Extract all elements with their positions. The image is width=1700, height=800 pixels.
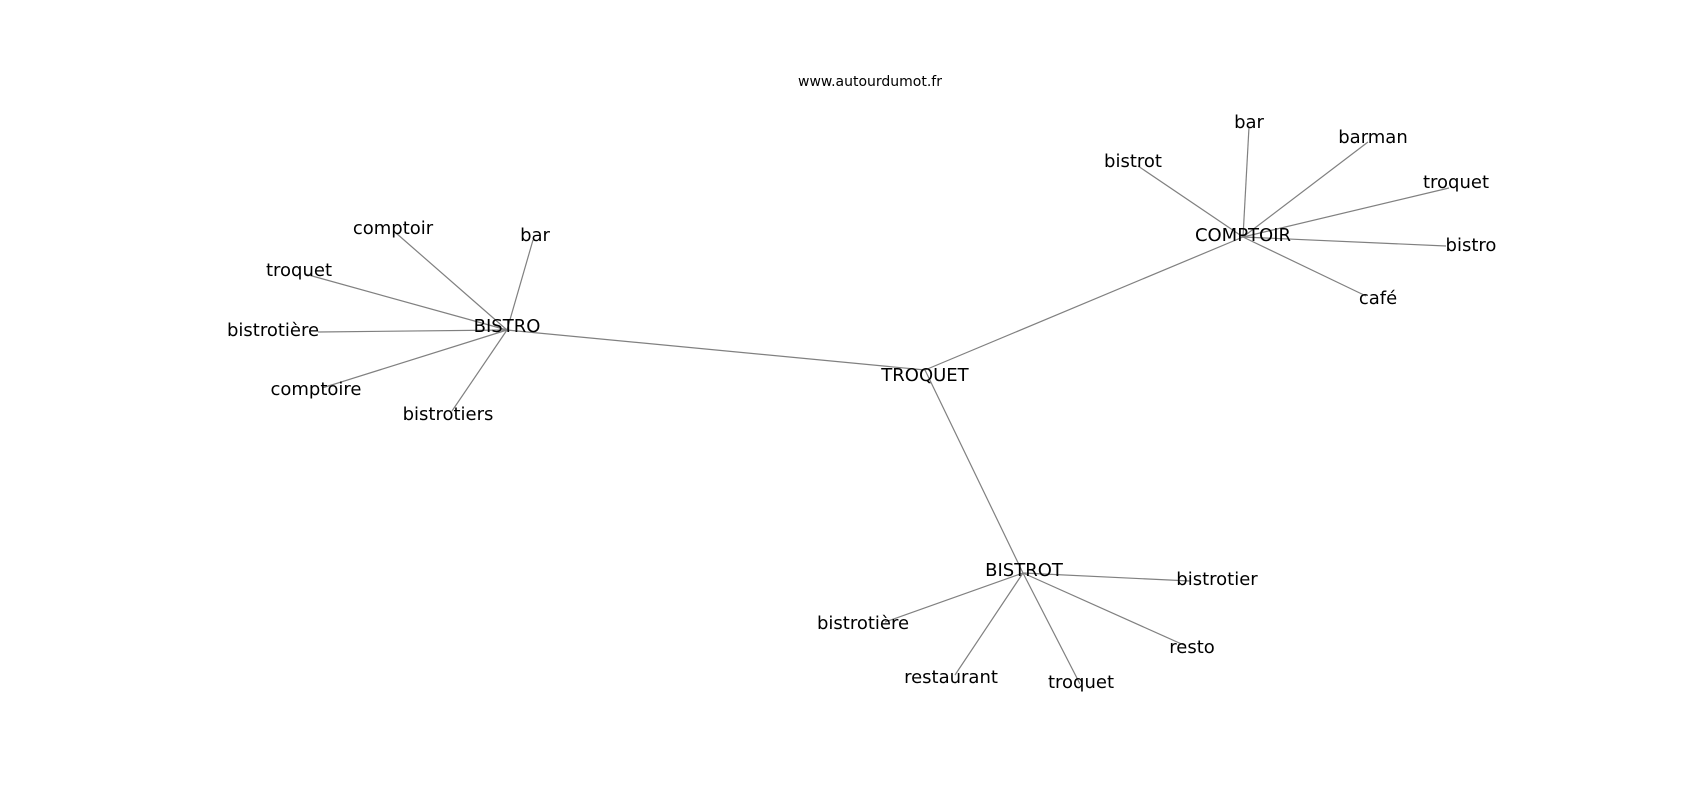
node-leaf-comptoir-4[interactable]: bistro xyxy=(1446,235,1497,256)
edge-bistrot-leaf-1 xyxy=(884,572,1024,623)
node-leaf-bistro-2[interactable]: troquet xyxy=(266,260,332,281)
edge-bistrot-leaf-4 xyxy=(1022,572,1081,685)
node-center[interactable]: TROQUET xyxy=(880,365,969,386)
edge-bistrot-leaf-0 xyxy=(1022,572,1191,582)
node-leaf-bistro-0[interactable]: comptoir xyxy=(353,218,434,239)
node-leaf-bistro-3[interactable]: bistrotière xyxy=(227,320,319,341)
edge-bistrot-leaf-3 xyxy=(954,572,1024,676)
edge-comptoir-leaf-5 xyxy=(1242,236,1367,297)
node-hub-comptoir[interactable]: COMPTOIR xyxy=(1195,225,1291,246)
edge-bistro-leaf-3 xyxy=(317,329,508,333)
edge-bistro-leaf-1 xyxy=(506,239,534,331)
node-leaf-bistrot-2[interactable]: resto xyxy=(1169,637,1215,658)
edge-comptoir-leaf-3 xyxy=(1242,187,1450,238)
edge-comptoir-leaf-2 xyxy=(1137,165,1244,238)
node-hub-bistro[interactable]: BISTRO xyxy=(474,316,541,337)
edge-bistrot-leaf-2 xyxy=(1022,572,1187,647)
graph-edges xyxy=(304,126,1450,685)
node-leaf-bistrot-4[interactable]: troquet xyxy=(1048,672,1114,693)
edge-bistro-leaf-4 xyxy=(321,329,508,389)
edge-comptoir-leaf-4 xyxy=(1242,236,1447,247)
watermark-text: www.autourdumot.fr xyxy=(798,74,942,90)
edge-comptoir-leaf-1 xyxy=(1242,141,1369,238)
edge-bistro-leaf-2 xyxy=(304,273,508,331)
edge-bistro-leaf-5 xyxy=(451,329,508,412)
edge-center-bistro xyxy=(506,329,926,371)
edge-bistro-leaf-0 xyxy=(395,232,508,331)
node-leaf-comptoir-5[interactable]: café xyxy=(1359,288,1397,309)
graph-nodes: TROQUET BISTRO comptoir bar troquet bistroti… xyxy=(227,112,1496,693)
node-leaf-comptoir-0[interactable]: bar xyxy=(1234,112,1264,133)
edge-center-comptoir xyxy=(924,236,1244,371)
edge-center-bistrot xyxy=(924,369,1024,574)
node-leaf-comptoir-1[interactable]: barman xyxy=(1338,127,1408,148)
node-leaf-bistrot-1[interactable]: bistrotière xyxy=(817,613,909,634)
node-hub-bistrot[interactable]: BISTROT xyxy=(985,560,1064,581)
node-leaf-bistro-5[interactable]: bistrotiers xyxy=(403,404,494,425)
node-leaf-bistro-4[interactable]: comptoire xyxy=(270,379,361,400)
node-leaf-bistrot-0[interactable]: bistrotier xyxy=(1176,569,1258,590)
edge-comptoir-leaf-0 xyxy=(1242,126,1250,238)
node-leaf-comptoir-3[interactable]: troquet xyxy=(1423,172,1489,193)
node-leaf-bistrot-3[interactable]: restaurant xyxy=(904,667,998,688)
node-leaf-comptoir-2[interactable]: bistrot xyxy=(1104,151,1162,172)
node-leaf-bistro-1[interactable]: bar xyxy=(520,225,550,246)
